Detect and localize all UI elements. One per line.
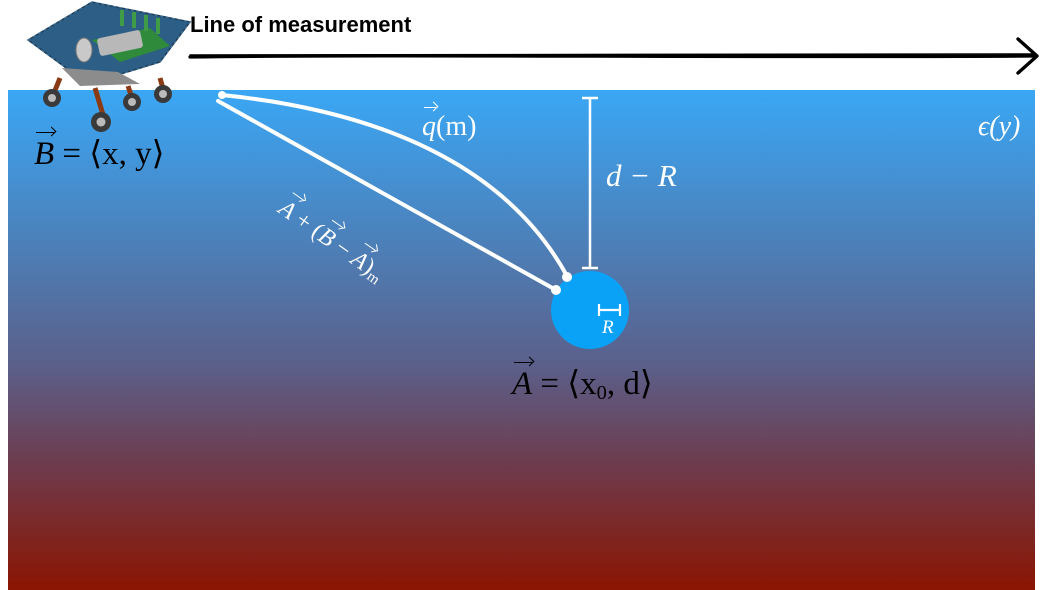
path-end-dot <box>551 285 561 295</box>
path-end-dot <box>562 272 572 282</box>
b-value: = ⟨x, y⟩ <box>62 136 165 172</box>
q-argument: (m) <box>436 111 477 142</box>
buried-sphere <box>551 271 629 349</box>
sphere-position-label: A = ⟨x0, d⟩ <box>512 362 653 405</box>
arrow-head-icon <box>1016 37 1039 75</box>
path-start-dot <box>218 91 226 99</box>
measurement-line <box>188 37 1039 75</box>
depth-label: d − R <box>606 158 677 193</box>
curved-path-label: q(m) <box>422 107 477 142</box>
a-vector: A <box>512 362 533 402</box>
radius-marker <box>597 304 622 316</box>
depth-bracket <box>582 96 598 270</box>
a-value: = ⟨x <box>540 366 597 402</box>
rover-icon <box>26 1 192 132</box>
straight-path <box>216 99 558 292</box>
curved-path-q <box>220 93 569 278</box>
q-vector: q <box>422 107 436 142</box>
measurement-line-title: Line of measurement <box>190 12 412 37</box>
radius-label: R <box>602 317 614 338</box>
b-vector: B <box>34 132 55 172</box>
a-value-end: , d⟩ <box>606 366 653 402</box>
medium-gradient <box>8 90 1035 590</box>
rover-position-label: B = ⟨x, y⟩ <box>34 132 165 172</box>
a-subscript: 0 <box>596 382 607 405</box>
permittivity-label: ϵ(y) <box>978 111 1021 142</box>
